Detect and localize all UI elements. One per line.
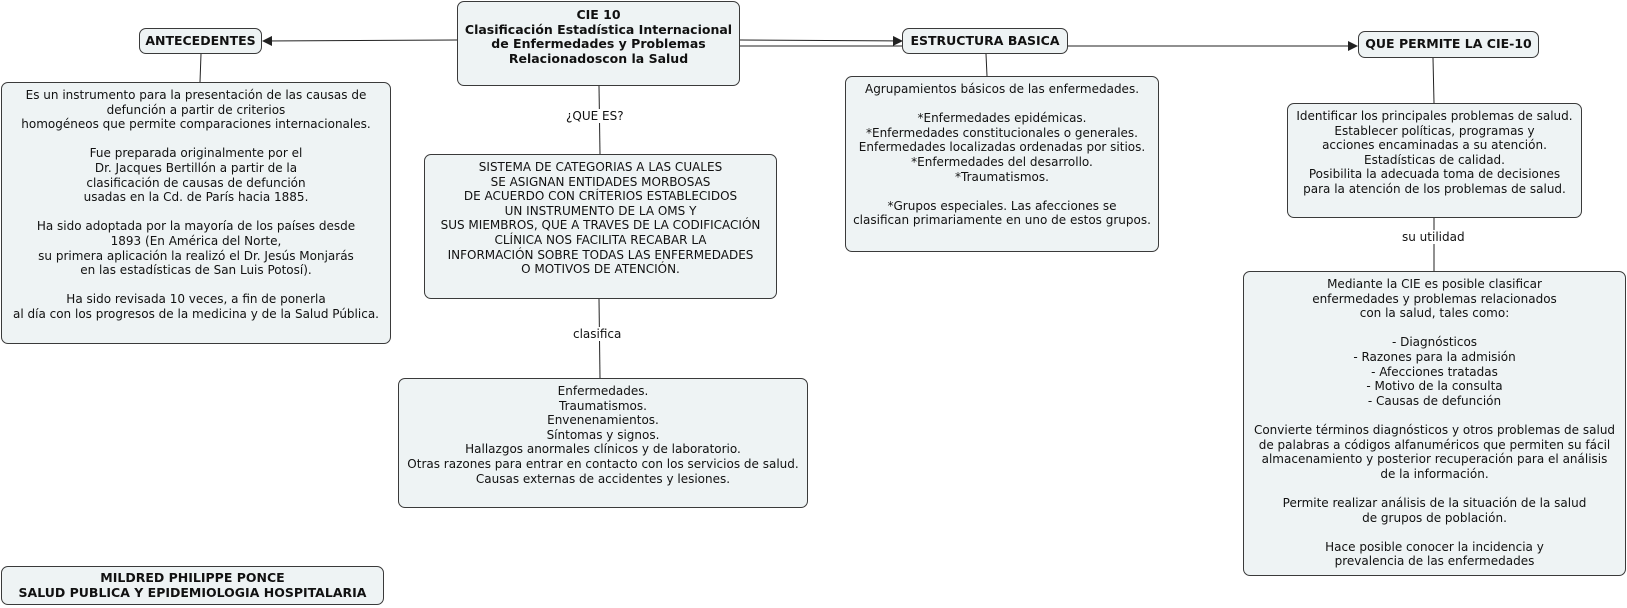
node-author[interactable]: MILDRED PHILIPPE PONCE SALUD PUBLICA Y E… bbox=[1, 566, 384, 605]
clasifica-body-text: Enfermedades. Traumatismos. Envenenamien… bbox=[407, 384, 799, 486]
node-que-es-body[interactable]: SISTEMA DE CATEGORIAS A LAS CUALES SE AS… bbox=[424, 154, 777, 299]
node-antecedentes-body[interactable]: Es un instrumento para la presentación d… bbox=[1, 82, 391, 344]
connector-title-antecedentes bbox=[262, 35, 458, 46]
node-clasifica-body[interactable]: Enfermedades. Traumatismos. Envenenamien… bbox=[398, 378, 808, 508]
link-label-clasifica: clasifica bbox=[571, 327, 624, 341]
node-utilidad-body[interactable]: Mediante la CIE es posible clasificar en… bbox=[1243, 271, 1626, 576]
connector-antecedentes-body bbox=[199, 53, 202, 83]
antecedentes-body-text: Es un instrumento para la presentación d… bbox=[13, 88, 379, 321]
que-es-body-text: SISTEMA DE CATEGORIAS A LAS CUALES SE AS… bbox=[440, 160, 761, 277]
title-node-cie10[interactable]: CIE 10 Clasificación Estadística Interna… bbox=[457, 1, 740, 86]
title-node-text: CIE 10 Clasificación Estadística Interna… bbox=[464, 7, 733, 66]
header-estructura-basica[interactable]: ESTRUCTURA BASICA bbox=[902, 28, 1068, 54]
node-estructura-body[interactable]: Agrupamientos básicos de las enfermedade… bbox=[845, 76, 1159, 252]
permite-body-text: Identificar los principales problemas de… bbox=[1296, 109, 1573, 196]
estructura-body-text: Agrupamientos básicos de las enfermedade… bbox=[853, 82, 1151, 228]
link-label-su-utilidad: su utilidad bbox=[1400, 230, 1467, 244]
header-permite-label: QUE PERMITE LA CIE-10 bbox=[1365, 36, 1532, 52]
connector-permite-body bbox=[1432, 57, 1435, 104]
link-label-que-es: ¿QUE ES? bbox=[564, 109, 626, 123]
connector-title-estructura bbox=[739, 35, 903, 46]
header-estructura-label: ESTRUCTURA BASICA bbox=[910, 32, 1060, 48]
header-antecedentes-label: ANTECEDENTES bbox=[145, 32, 256, 48]
author-text: MILDRED PHILIPPE PONCE SALUD PUBLICA Y E… bbox=[18, 570, 367, 600]
header-antecedentes[interactable]: ANTECEDENTES bbox=[139, 28, 262, 54]
utilidad-body-text: Mediante la CIE es posible clasificar en… bbox=[1253, 277, 1616, 569]
connector-estructura-body bbox=[985, 53, 988, 77]
node-permite-body[interactable]: Identificar los principales problemas de… bbox=[1287, 103, 1582, 218]
header-que-permite[interactable]: QUE PERMITE LA CIE-10 bbox=[1358, 31, 1539, 58]
